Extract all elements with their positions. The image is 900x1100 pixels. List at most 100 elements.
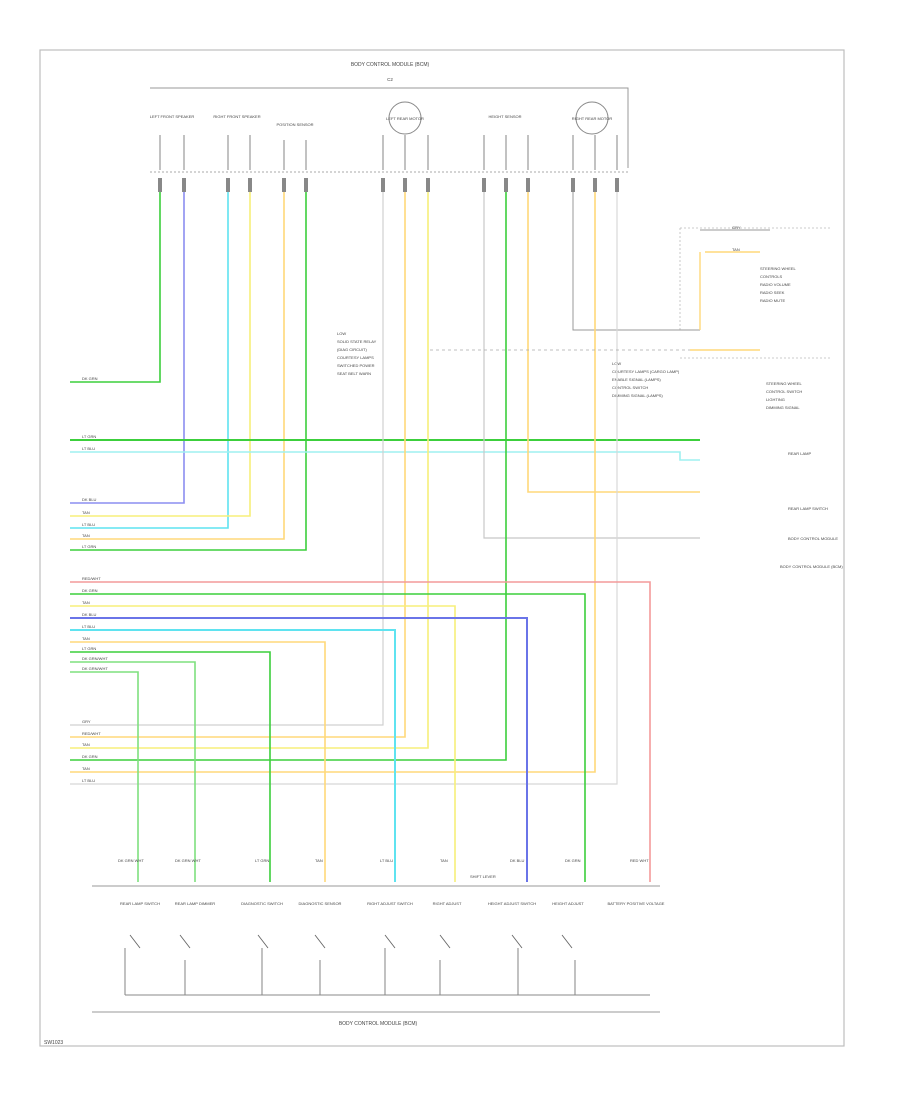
- wire-label: LT BLU: [82, 624, 95, 629]
- wire-dk-blu-low: [70, 617, 528, 882]
- note-line: CONTROL SWITCH: [612, 385, 648, 390]
- right-target: REAR LAMP SWITCH: [788, 506, 828, 511]
- wire-label: TAN: [82, 600, 90, 605]
- wire-label: DK GRN/WHT: [82, 666, 108, 671]
- switch-legs: [124, 948, 576, 995]
- switch-label: HEIGHT ADJUST: [552, 901, 584, 906]
- note-line: (DIAG CIRCUIT): [337, 347, 367, 352]
- switch-label: RIGHT ADJUST: [433, 901, 462, 906]
- top-module-subtitle: C2: [387, 77, 393, 82]
- wire-label: TAN: [82, 510, 90, 515]
- wire-gray-right: [483, 192, 700, 539]
- wire-label: LT BLU: [82, 778, 95, 783]
- wire-lt-blu-1: [70, 192, 229, 529]
- component-leads: [382, 135, 429, 170]
- switch-label: DIAGNOSTIC SENSOR: [299, 901, 342, 906]
- right-bottom-conn: BODY CONTROL MODULE (BCM): [780, 564, 843, 569]
- pin: [615, 178, 619, 192]
- note-line: RADIO SEEK: [760, 290, 785, 295]
- pin: [482, 178, 486, 192]
- pin: [248, 178, 252, 192]
- switch-label: RIGHT ADJUST SWITCH: [367, 901, 413, 906]
- switch-label: DIAGNOSTIC SWITCH: [241, 901, 283, 906]
- wire-tan-right: [527, 192, 700, 493]
- component-leads: [283, 140, 307, 170]
- wire-label: TAN: [82, 766, 90, 771]
- wire-label: DK BLU: [82, 497, 97, 502]
- wire-label: RED/WHT: [82, 731, 101, 736]
- wire-label: TAN: [82, 533, 90, 538]
- note-line: COURTESY LAMPS (CARGO LAMP): [612, 369, 680, 374]
- wire-tan-low: [70, 641, 326, 882]
- note-line: SWITCHED POWER: [337, 363, 375, 368]
- wire-label: LT GRN: [82, 544, 96, 549]
- pin: [526, 178, 530, 192]
- wire-dk-grn-1: [70, 192, 161, 383]
- wire-lt-blu-low: [70, 629, 396, 882]
- component-leads: [572, 135, 618, 170]
- top-module: BODY CONTROL MODULE (BCM) C2: [150, 62, 630, 173]
- switch-contacts: [129, 934, 573, 949]
- wire-routes: [70, 192, 760, 882]
- wire-label: LT BLU: [82, 522, 95, 527]
- bottom-wire-label: TAN: [440, 858, 448, 863]
- conn-label: GRY: [732, 225, 741, 230]
- note-line: DIMMING SIGNAL: [766, 405, 800, 410]
- pin: [426, 178, 430, 192]
- component-leads: [227, 135, 251, 170]
- component-lf-speaker: LEFT FRONT SPEAKER: [150, 114, 195, 170]
- wire-label: LT GRN: [82, 646, 96, 651]
- pin: [158, 178, 162, 192]
- note-line: ENABLE SIGNAL (LAMPS): [612, 377, 661, 382]
- conn-label: TAN: [732, 247, 740, 252]
- right-target: BODY CONTROL MODULE: [788, 536, 838, 541]
- wire-dk-grn-low: [70, 593, 586, 882]
- bottom-wire-label: DK GRN WHT: [175, 858, 201, 863]
- note-line: STEERING WHEEL: [766, 381, 803, 386]
- wire-label: DK GRN/WHT: [82, 656, 108, 661]
- wire-label: DK GRN: [82, 754, 98, 759]
- pin: [504, 178, 508, 192]
- left-wire-labels: DK GRN LT GRN LT BLU DK BLU TAN LT BLU T…: [82, 376, 108, 783]
- right-box-top: [679, 227, 830, 330]
- motor-symbol: [575, 101, 609, 135]
- wire-label: LT GRN: [82, 434, 96, 439]
- wire-dk-blu-1: [70, 192, 185, 504]
- wire-label: DK BLU: [82, 612, 97, 617]
- note-line: DIMMING SIGNAL (LAMPS): [612, 393, 663, 398]
- component-label: RIGHT FRONT SPEAKER: [213, 114, 260, 119]
- wire-red-wht: [70, 581, 651, 882]
- switch-label: HEIGHT ADJUST SWITCH: [488, 901, 536, 906]
- wire-tan-rr: [70, 192, 596, 773]
- component-label: LEFT FRONT SPEAKER: [150, 114, 195, 119]
- pin: [182, 178, 186, 192]
- wire-dk-grn-wht-1: [70, 661, 196, 882]
- component-label: RIGHT REAR MOTOR: [572, 116, 613, 121]
- component-pos-sensor: POSITION SENSOR: [276, 122, 314, 170]
- wire-gray-mid: [70, 192, 384, 726]
- note-line: LOW: [337, 331, 346, 336]
- wire-gray-rr2: [70, 192, 618, 785]
- wire-label: TAN: [82, 742, 90, 747]
- component-leads: [159, 135, 185, 170]
- component-hi-sensor: HEIGHT SENSOR: [483, 114, 529, 170]
- wire-label: LT BLU: [82, 446, 95, 451]
- pin: [304, 178, 308, 192]
- wire-label: TAN: [82, 636, 90, 641]
- note-line: LIGHTING: [766, 397, 785, 402]
- note-line: CONTROL SWITCH: [766, 389, 802, 394]
- component-label: HEIGHT SENSOR: [488, 114, 521, 119]
- pin: [593, 178, 597, 192]
- component-rr-motor: RIGHT REAR MOTOR: [572, 101, 618, 170]
- wire-gray-rr: [572, 192, 700, 331]
- switch-label: REAR LAMP DIMMER: [175, 901, 215, 906]
- wire-label: GRY: [82, 719, 91, 724]
- pin: [226, 178, 230, 192]
- right-connectors: GRY TAN STEERING WHEEL CONTROLS RADIO VO…: [679, 225, 843, 569]
- note-line: CONTROLS: [760, 274, 783, 279]
- component-leads: [483, 135, 529, 170]
- bottom-wire-label: DK BLU: [510, 858, 525, 863]
- pin: [282, 178, 286, 192]
- wire-dk-grn-mid: [70, 192, 507, 761]
